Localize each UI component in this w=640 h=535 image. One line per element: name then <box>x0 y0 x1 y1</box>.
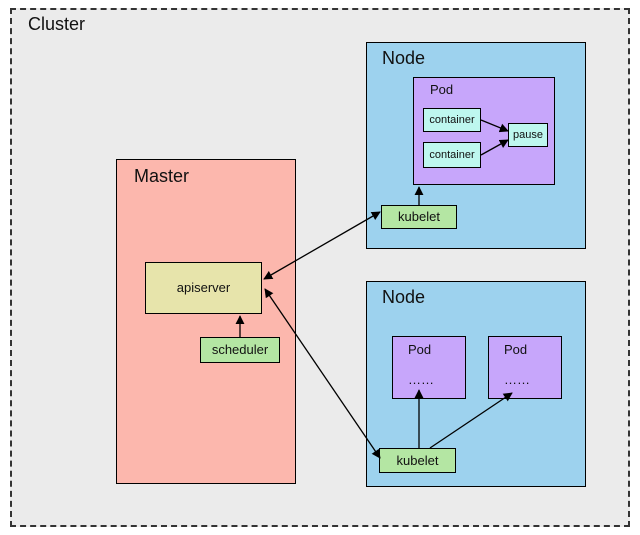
container-2-box <box>423 142 481 168</box>
arrow-apiserver-kubelet-1 <box>263 211 381 280</box>
arrow-container-1-pause <box>480 119 509 133</box>
container-1-box <box>423 108 481 132</box>
container-1-label: container <box>429 114 475 126</box>
node-2-kubelet-label: kubelet <box>396 453 439 468</box>
node-1-kubelet-box <box>381 205 457 229</box>
scheduler-label: scheduler <box>211 342 269 357</box>
node-2-pod-1-title: Pod <box>408 342 432 357</box>
node-2-pod-1-box <box>392 336 466 399</box>
pause-box <box>508 123 548 147</box>
pause-label: pause <box>513 129 543 141</box>
node-2-title: Node <box>382 287 426 307</box>
node-1-title: Node <box>382 48 426 68</box>
apiserver-label: apiserver <box>176 280 231 295</box>
node-1-kubelet-label: kubelet <box>398 209 440 224</box>
node-2-pod-2-ellipsis: …… <box>504 372 530 387</box>
master-title: Master <box>134 166 190 186</box>
arrow-container-2-pause <box>480 139 509 156</box>
apiserver-box <box>145 262 262 314</box>
arrow-kubelet-2-pod-2 <box>429 392 513 449</box>
node-1-pod-title: Pod <box>430 82 454 97</box>
node-2-kubelet-box <box>379 448 456 473</box>
container-2-label: container <box>429 149 475 161</box>
node-2-pod-2-title: Pod <box>504 342 528 357</box>
cluster-title: Cluster <box>28 14 86 34</box>
node-2-pod-1-ellipsis: …… <box>408 372 434 387</box>
arrow-apiserver-kubelet-2 <box>264 288 381 459</box>
node-2-pod-2-box <box>488 336 562 399</box>
